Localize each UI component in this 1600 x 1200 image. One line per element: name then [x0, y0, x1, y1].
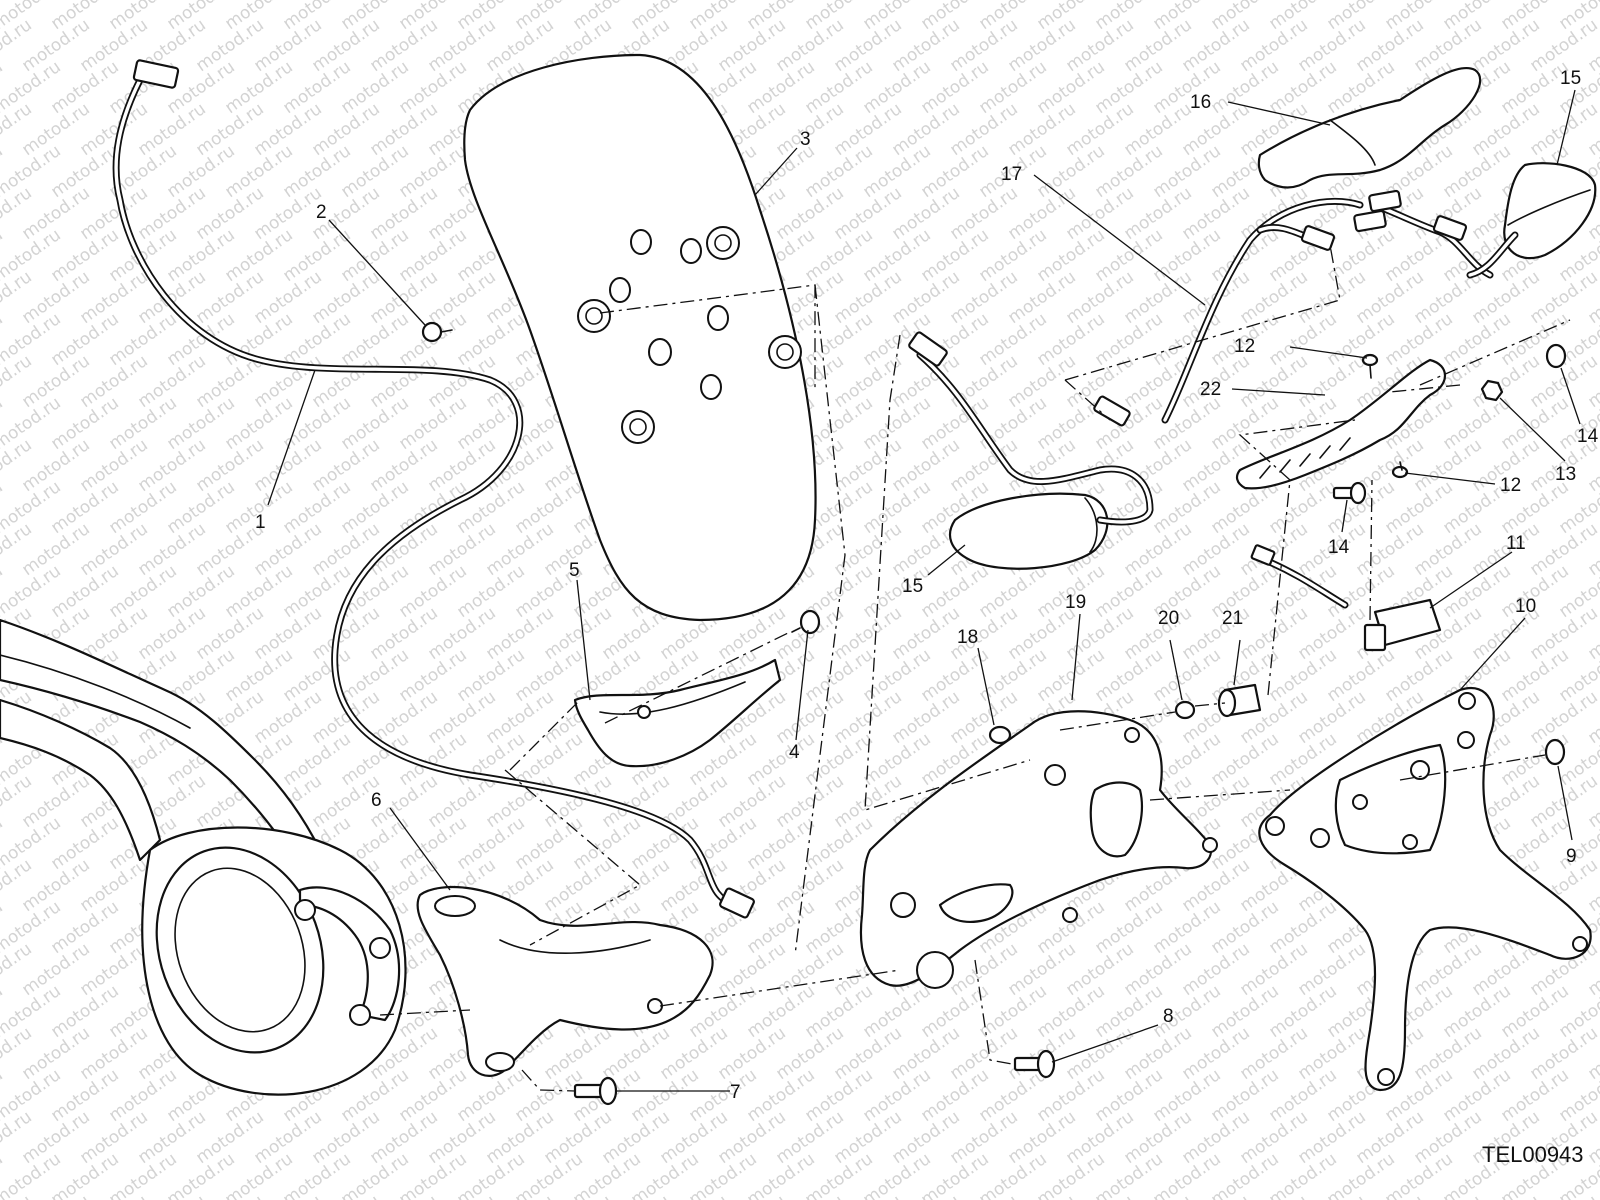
callout-13: 13 [1555, 464, 1576, 485]
part-9-screw [1544, 738, 1566, 766]
part-14-bolts [1332, 343, 1567, 505]
callout-14a: 14 [1577, 426, 1599, 447]
part-13-nut [1480, 379, 1504, 402]
callout-10: 10 [1515, 596, 1536, 617]
callout-2: 2 [316, 202, 327, 223]
drawing-code: TEL00943 [1482, 1142, 1584, 1167]
callout-12b: 12 [1500, 475, 1521, 496]
callout-18: 18 [957, 627, 978, 648]
watermark-text: motod.ru [0, 1191, 36, 1200]
callout-5: 5 [569, 560, 580, 581]
part-20-nut [1174, 700, 1196, 720]
part-15-indicators [948, 162, 1597, 570]
part-1-cable [112, 59, 755, 919]
callout-15a: 15 [1560, 68, 1581, 89]
callout-15b: 15 [902, 576, 923, 597]
frame-swingarm [0, 618, 407, 1096]
callout-17: 17 [1001, 164, 1022, 185]
callout-11: 11 [1506, 533, 1526, 554]
part-11-module [1250, 544, 1442, 652]
part-16-cover [1257, 67, 1482, 189]
part-17-harness [908, 189, 1519, 526]
part-5-bracket [573, 658, 782, 768]
part-12-screws [1361, 353, 1409, 479]
callout-19: 19 [1065, 592, 1086, 613]
alignment-lines [379, 244, 1571, 1092]
callout-22: 22 [1200, 379, 1221, 400]
part-3-plate [463, 53, 817, 622]
callout-6: 6 [371, 790, 382, 811]
callout-4: 4 [789, 742, 800, 763]
part-2-screw [421, 321, 453, 343]
leader-lines [267, 89, 1581, 1092]
callout-20: 20 [1158, 608, 1179, 629]
part-6-bracket [416, 885, 714, 1077]
callout-16: 16 [1190, 92, 1211, 113]
part-18-washer [988, 725, 1012, 745]
part-10-holder [1258, 687, 1592, 1092]
callout-1: 1 [255, 512, 266, 533]
side-bracket-19 [859, 710, 1218, 989]
callout-14b: 14 [1328, 537, 1350, 558]
part-8-bolt [1013, 1049, 1056, 1079]
callout-9: 9 [1566, 846, 1577, 867]
callout-21: 21 [1222, 608, 1243, 629]
callout-labels: 1 2 3 4 5 6 7 8 9 10 11 12 12 13 14 14 1… [255, 68, 1599, 1103]
callout-12a: 12 [1234, 336, 1255, 357]
part-4-screw [791, 609, 821, 635]
callout-8: 8 [1163, 1006, 1174, 1027]
callout-7: 7 [730, 1082, 741, 1103]
callout-3: 3 [800, 129, 811, 150]
part-21-rubber-mount [1217, 683, 1262, 718]
